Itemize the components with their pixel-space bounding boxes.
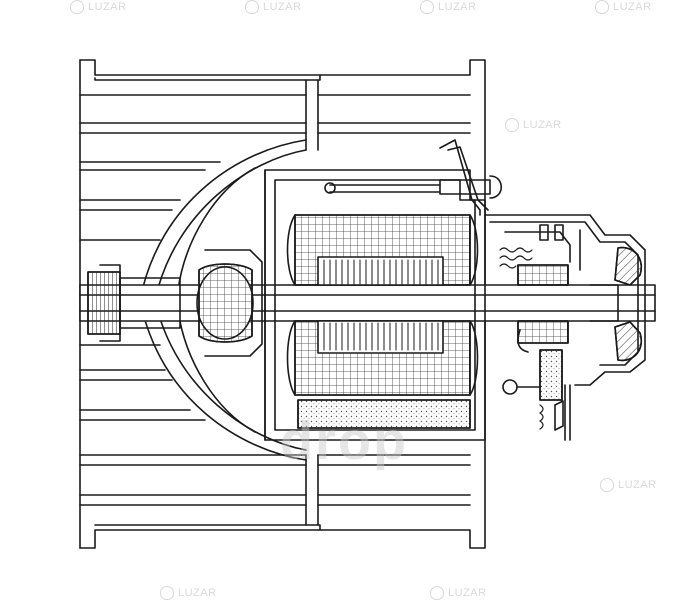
- housing-felt-pad: [297, 399, 471, 429]
- front-bearing: [196, 249, 263, 357]
- watermark-mark: LUZAR: [70, 0, 127, 14]
- watermark-mark: LUZAR: [595, 0, 652, 14]
- stator-winding: [286, 214, 479, 396]
- watermark-mark: LUZAR: [600, 478, 657, 492]
- watermark-large-text: drop: [280, 411, 408, 471]
- watermark-mark: LUZAR: [420, 0, 477, 14]
- watermark-mark: LUZAR: [505, 118, 562, 132]
- rear-bearing: [589, 284, 619, 322]
- through-bolt: [324, 139, 503, 216]
- watermark-mark: LUZAR: [245, 0, 302, 14]
- watermark-mark: LUZAR: [430, 586, 487, 600]
- impeller: [79, 59, 486, 549]
- watermark-mark: LUZAR: [160, 586, 217, 600]
- brush-holder: [484, 214, 646, 441]
